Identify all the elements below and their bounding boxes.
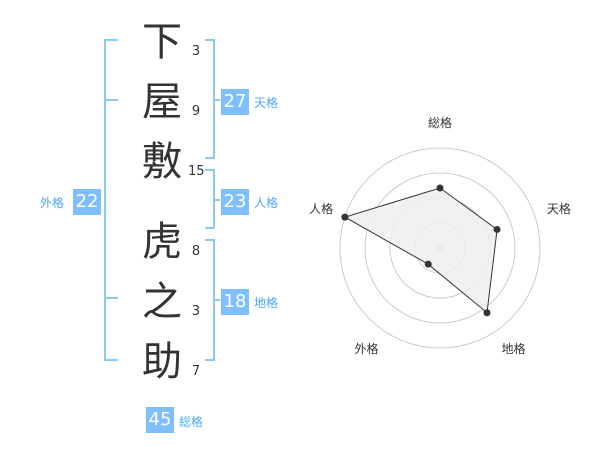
jinkaku-value-badge: 23 (221, 189, 249, 215)
radar-axis-label-1: 総格 (428, 116, 453, 130)
radar-axis-label-4: 外格 (354, 342, 379, 357)
chikaku-value-badge: 18 (221, 289, 249, 315)
given-char-3: 助 (142, 339, 182, 385)
surname-char-3: 敷 (142, 139, 182, 185)
given-char-2: 之 (142, 279, 182, 325)
soukaku-label: 総格 (179, 415, 204, 429)
radar-point-5 (341, 213, 349, 221)
radar-axis-label-5: 人格 (309, 202, 334, 217)
surname-strokes-3: 15 (188, 164, 205, 179)
soukaku-value-badge: 45 (146, 407, 174, 433)
tenkaku-bracket (205, 39, 220, 159)
given-char-1: 虎 (142, 219, 182, 265)
chikaku-label: 地格 (254, 296, 279, 310)
tenkaku-label: 天格 (254, 96, 279, 110)
chikaku-bracket (205, 239, 220, 361)
radar-axis-label-3: 地格 (501, 342, 526, 357)
gaikaku-value-badge: 22 (73, 189, 101, 215)
radar-series-polygon (343, 187, 498, 314)
surname-char-2: 屋 (142, 79, 182, 125)
tenkaku-value-badge: 27 (221, 89, 249, 115)
surname-char-1: 下 (142, 19, 182, 65)
given-strokes-3: 7 (191, 364, 201, 379)
gaikaku-bracket (104, 39, 118, 361)
radar-point-3 (483, 309, 491, 317)
given-strokes-2: 3 (191, 304, 201, 319)
radar-point-1 (436, 184, 444, 192)
radar-ring-4 (339, 147, 541, 349)
radar-point-4 (424, 260, 432, 268)
surname-strokes-1: 3 (191, 44, 201, 59)
radar-ring-3 (364, 172, 516, 324)
jinkaku-bracket (205, 169, 220, 229)
surname-strokes-2: 9 (191, 104, 201, 119)
radar-point-2 (493, 225, 501, 233)
radar-axis-label-2: 天格 (546, 202, 571, 217)
given-strokes-1: 8 (191, 244, 201, 259)
gaikaku-label: 外格 (40, 196, 65, 210)
jinkaku-label: 人格 (254, 196, 279, 210)
